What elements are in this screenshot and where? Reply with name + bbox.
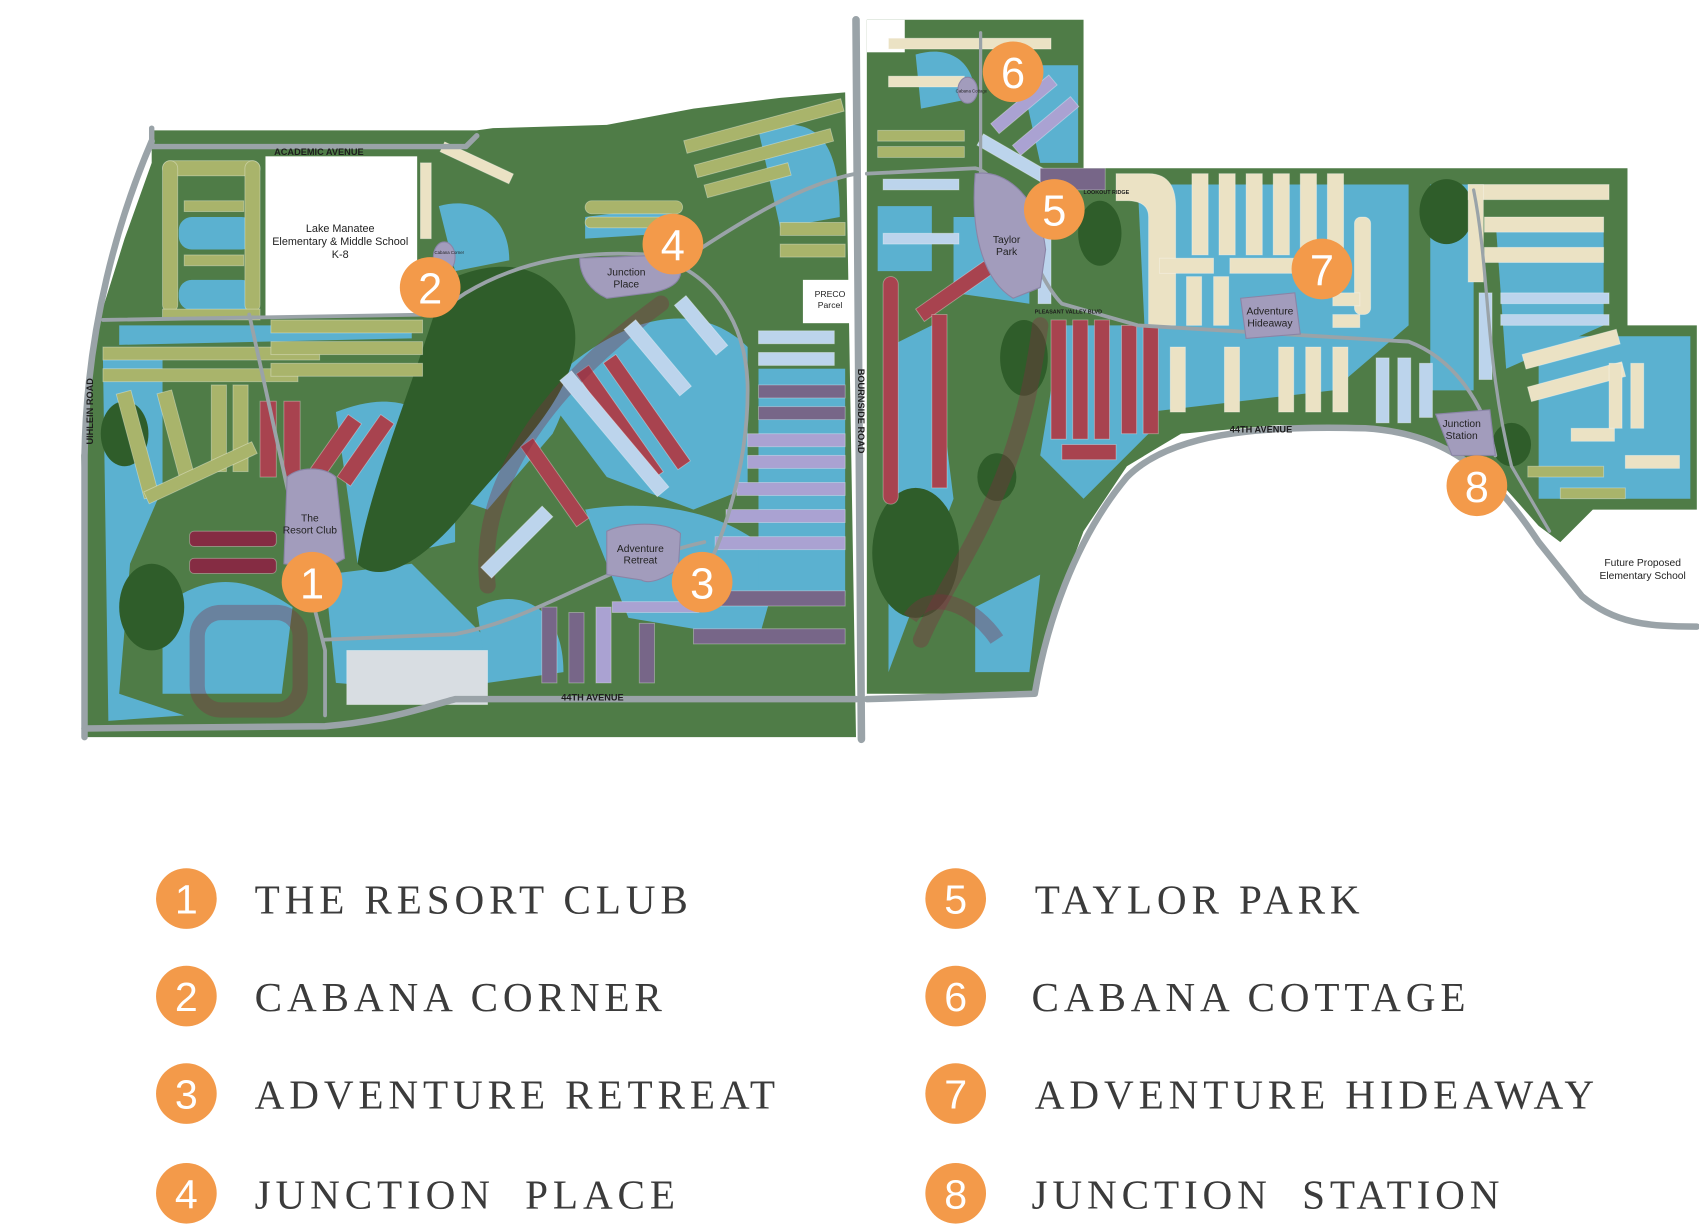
svg-text:2: 2 bbox=[418, 266, 442, 314]
adventure-hideaway-area bbox=[1240, 292, 1301, 339]
legend-label-5: TAYLOR PARK bbox=[1035, 877, 1365, 923]
school-label: Lake Manatee Elementary & Middle School … bbox=[272, 223, 408, 261]
legend-item-3[interactable]: 3 ADVENTURE RETREAT bbox=[156, 1063, 780, 1124]
svg-text:5: 5 bbox=[944, 877, 967, 923]
legend-label-3: ADVENTURE RETREAT bbox=[255, 1072, 780, 1118]
cabana-cottage-label: Cabana Cottage bbox=[956, 88, 988, 93]
legend-item-2[interactable]: 2 CABANA CORNER bbox=[156, 965, 667, 1027]
svg-text:1: 1 bbox=[300, 560, 324, 608]
svg-text:5: 5 bbox=[1042, 188, 1066, 236]
preco-parcel bbox=[802, 279, 858, 324]
map-marker-2[interactable]: 2 bbox=[399, 257, 461, 318]
lookout-ridge-label: LOOKOUT RIDGE bbox=[1084, 190, 1130, 196]
bournside-road-label: BOURNSIDE ROAD bbox=[856, 369, 866, 454]
junction-station-label: Junction bbox=[1443, 419, 1482, 430]
svg-text:6: 6 bbox=[944, 974, 967, 1020]
legend: 1 THE RESORT CLUB 2 CABANA CORNER 3 ADVE… bbox=[156, 868, 1599, 1224]
adventure-retreat-label: Adventure bbox=[617, 544, 664, 555]
legend-label-7: ADVENTURE HIDEAWAY bbox=[1035, 1072, 1599, 1118]
map-marker-5[interactable]: 5 bbox=[1023, 179, 1085, 240]
map-marker-1[interactable]: 1 bbox=[281, 551, 343, 613]
pleasant-valley-blvd-label: PLEASANT VALLEY BLVD bbox=[1035, 309, 1102, 315]
svg-text:3: 3 bbox=[175, 1072, 198, 1118]
map-marker-3[interactable]: 3 bbox=[671, 551, 733, 613]
legend-item-8[interactable]: 8 JUNCTION STATION bbox=[925, 1162, 1505, 1224]
avenue-44th-east-road bbox=[863, 424, 1699, 703]
svg-text:7: 7 bbox=[1310, 247, 1334, 295]
cabana-corner-label: Cabana Corner bbox=[435, 250, 465, 255]
legend-label-6: CABANA COTTAGE bbox=[1032, 974, 1471, 1020]
resort-club-label-2: Resort Club bbox=[283, 525, 338, 536]
svg-text:6: 6 bbox=[1001, 50, 1025, 98]
legend-marker-2 bbox=[156, 965, 217, 1027]
uihlein-road-road bbox=[81, 137, 155, 741]
svg-text:PRECO: PRECO bbox=[815, 289, 846, 299]
legend-marker-1 bbox=[156, 868, 217, 929]
svg-text:K-8: K-8 bbox=[332, 249, 349, 261]
junction-station-label-2: Station bbox=[1446, 431, 1478, 442]
map-marker-8[interactable]: 8 bbox=[1446, 455, 1508, 517]
legend-label-1: THE RESORT CLUB bbox=[255, 877, 693, 923]
legend-marker-4 bbox=[156, 1162, 217, 1224]
uihlein-road-label: UIHLEIN ROAD bbox=[85, 378, 95, 445]
legend-item-7[interactable]: 7 ADVENTURE HIDEAWAY bbox=[925, 1063, 1599, 1124]
svg-text:Elementary & Middle School: Elementary & Middle School bbox=[272, 236, 408, 248]
homesites bbox=[102, 37, 1680, 718]
junction-place-label: Junction bbox=[607, 268, 646, 279]
svg-text:4: 4 bbox=[661, 222, 685, 270]
map-marker-7[interactable]: 7 bbox=[1291, 238, 1353, 300]
svg-text:Lake Manatee: Lake Manatee bbox=[306, 223, 375, 235]
map-markers: 1 2 3 4 5 6 7 8 bbox=[281, 41, 1508, 613]
school-parcel bbox=[265, 156, 418, 316]
svg-text:Parcel: Parcel bbox=[818, 300, 843, 310]
legend-item-6[interactable]: 6 CABANA COTTAGE bbox=[925, 965, 1471, 1027]
cabana-cottage-area bbox=[957, 76, 978, 104]
legend-item-1[interactable]: 1 THE RESORT CLUB bbox=[156, 868, 693, 929]
legend-marker-3 bbox=[156, 1063, 217, 1124]
adventure-hideaway-label: Adventure bbox=[1246, 307, 1293, 318]
map-marker-4[interactable]: 4 bbox=[642, 213, 704, 275]
avenue-44th-east-label: 44TH AVENUE bbox=[1230, 425, 1292, 435]
avenue-44th-west-label: 44TH AVENUE bbox=[561, 692, 623, 702]
legend-marker-5 bbox=[925, 868, 987, 929]
bournside-road-road bbox=[852, 16, 866, 744]
taylor-park-label: Taylor bbox=[993, 235, 1021, 246]
svg-text:8: 8 bbox=[944, 1171, 967, 1217]
svg-text:2: 2 bbox=[175, 974, 198, 1020]
taylor-park-label-2: Park bbox=[996, 247, 1018, 258]
legend-marker-8 bbox=[925, 1162, 987, 1224]
svg-text:Future Proposed: Future Proposed bbox=[1604, 558, 1681, 569]
svg-text:Elementary School: Elementary School bbox=[1600, 571, 1686, 582]
svg-text:8: 8 bbox=[1465, 464, 1489, 512]
academic-avenue-label: ACADEMIC AVENUE bbox=[274, 147, 363, 157]
avenue-44th-west-road bbox=[81, 695, 860, 732]
resort-club-label: The bbox=[301, 513, 319, 524]
legend-label-4: JUNCTION PLACE bbox=[255, 1171, 680, 1217]
svg-text:7: 7 bbox=[944, 1072, 967, 1118]
legend-marker-6 bbox=[925, 965, 987, 1027]
preco-parcel-label: PRECO Parcel bbox=[815, 289, 846, 310]
legend-label-2: CABANA CORNER bbox=[255, 974, 667, 1020]
academic-avenue-road bbox=[148, 125, 480, 150]
legend-marker-7 bbox=[925, 1063, 987, 1124]
legend-label-8: JUNCTION STATION bbox=[1032, 1171, 1505, 1217]
adventure-hideaway-label-2: Hideaway bbox=[1247, 318, 1293, 329]
legend-item-5[interactable]: 5 TAYLOR PARK bbox=[925, 868, 1364, 929]
svg-text:4: 4 bbox=[175, 1171, 198, 1217]
future-school-label: Future Proposed Elementary School bbox=[1600, 558, 1686, 582]
junction-place-label-2: Place bbox=[613, 279, 639, 290]
svg-text:1: 1 bbox=[175, 877, 198, 923]
legend-item-4[interactable]: 4 JUNCTION PLACE bbox=[156, 1162, 680, 1224]
roads bbox=[81, 16, 1699, 744]
svg-text:3: 3 bbox=[690, 560, 714, 608]
junction-station-area bbox=[1434, 409, 1496, 456]
map-marker-6[interactable]: 6 bbox=[982, 41, 1044, 103]
adventure-retreat-label-2: Retreat bbox=[624, 556, 658, 567]
